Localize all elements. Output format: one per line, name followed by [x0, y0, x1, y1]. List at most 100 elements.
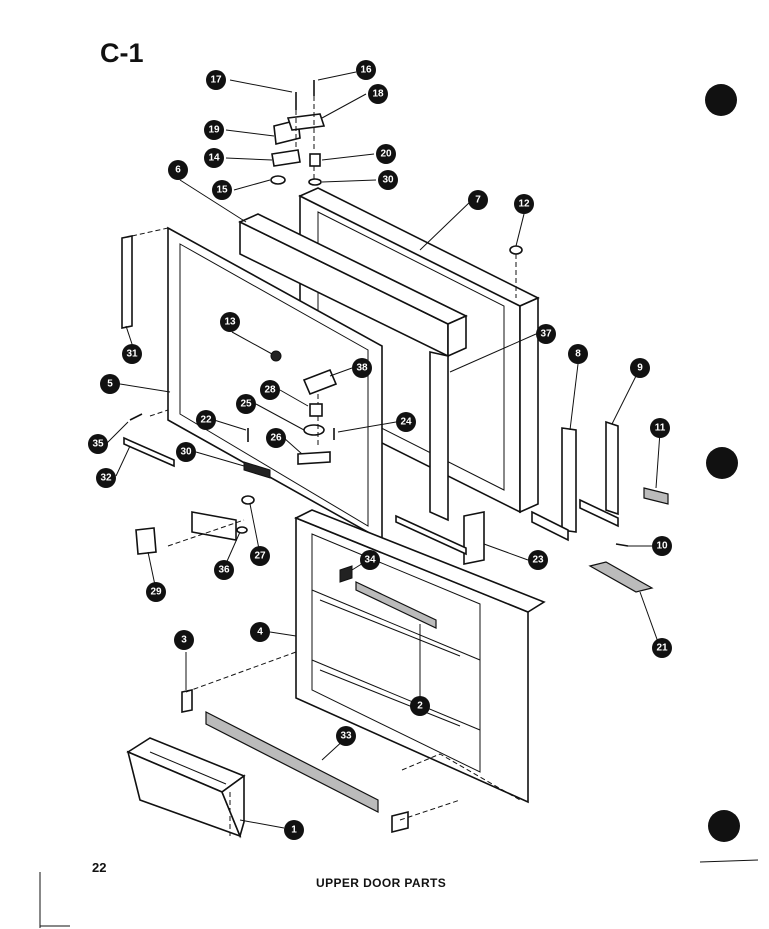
svg-text:29: 29 — [150, 587, 162, 598]
callout: 25 — [236, 394, 256, 414]
callout: 24 — [396, 412, 416, 432]
callout: 30 — [378, 170, 398, 190]
svg-text:14: 14 — [208, 153, 220, 164]
part-washer-30 — [308, 178, 322, 186]
svg-text:37: 37 — [540, 329, 552, 340]
callout: 20 — [376, 144, 396, 164]
part-bracket-30 — [243, 461, 271, 479]
svg-text:2: 2 — [417, 701, 423, 712]
binder-hole-icon — [705, 84, 737, 116]
part-screw-35 — [129, 413, 143, 421]
svg-text:21: 21 — [656, 643, 668, 654]
svg-text:30: 30 — [180, 447, 192, 458]
svg-text:22: 22 — [200, 415, 212, 426]
callout: 3 — [174, 630, 194, 650]
diagram-caption: UPPER DOOR PARTS — [316, 876, 447, 890]
sheet-id: C-1 — [100, 38, 144, 68]
svg-text:15: 15 — [216, 185, 228, 196]
svg-text:4: 4 — [257, 627, 263, 638]
callout: 37 — [536, 324, 556, 344]
svg-text:24: 24 — [400, 417, 412, 428]
part-washer-25 — [303, 424, 325, 436]
callout: 8 — [568, 344, 588, 364]
callout: 17 — [206, 70, 226, 90]
part-bracket-3 — [181, 689, 193, 713]
svg-text:25: 25 — [240, 399, 252, 410]
part-bushing-28 — [309, 403, 323, 417]
part-washer-36 — [236, 526, 248, 534]
part-plug-12 — [509, 245, 523, 255]
svg-text:17: 17 — [210, 75, 222, 86]
part-hinge-29 — [135, 527, 157, 555]
part-hinge-base-8 — [531, 510, 569, 542]
svg-text:11: 11 — [655, 423, 666, 434]
callout: 31 — [122, 344, 142, 364]
svg-text:31: 31 — [126, 349, 138, 360]
callout: 1 — [284, 820, 304, 840]
part-door-liner-4 — [294, 509, 546, 804]
callout: 21 — [652, 638, 672, 658]
part-strip-11 — [643, 487, 669, 505]
svg-text:34: 34 — [364, 555, 376, 566]
callout: 33 — [336, 726, 356, 746]
part-gasket-31 — [121, 235, 133, 329]
callout: 6 — [168, 160, 188, 180]
callout: 38 — [352, 358, 372, 378]
svg-text:10: 10 — [656, 541, 668, 552]
part-hinge-bar-8 — [561, 427, 577, 533]
callout: 30 — [176, 442, 196, 462]
callout: 29 — [146, 582, 166, 602]
svg-text:35: 35 — [92, 439, 104, 450]
svg-text:19: 19 — [208, 125, 220, 136]
svg-text:26: 26 — [270, 433, 282, 444]
callout: 2 — [410, 696, 430, 716]
svg-text:8: 8 — [575, 349, 581, 360]
callout: 12 — [514, 194, 534, 214]
svg-text:16: 16 — [360, 65, 372, 76]
callout: 18 — [368, 84, 388, 104]
svg-text:27: 27 — [254, 551, 266, 562]
part-bottom-strip-33 — [205, 711, 379, 813]
part-frame-6 — [238, 213, 468, 522]
callout: 36 — [214, 560, 234, 580]
callout: 34 — [360, 550, 380, 570]
part-plug-13 — [270, 350, 282, 362]
part-shelf-21 — [588, 561, 654, 593]
part-strip-23 — [395, 514, 467, 556]
part-bushing-20 — [309, 153, 321, 167]
callout: 28 — [260, 380, 280, 400]
part-strip-32 — [123, 436, 175, 468]
callout: 14 — [204, 148, 224, 168]
callout: 26 — [266, 428, 286, 448]
callout: 11 — [650, 418, 670, 438]
callout: 16 — [356, 60, 376, 80]
svg-text:36: 36 — [218, 565, 230, 576]
svg-text:33: 33 — [340, 731, 352, 742]
callout: 4 — [250, 622, 270, 642]
callout: 7 — [468, 190, 488, 210]
part-clip-34 — [339, 565, 353, 583]
callouts: 17 16 18 19 14 20 15 30 6 7 12 31 13 37 … — [88, 60, 672, 840]
page-number: 22 — [92, 860, 107, 875]
part-shim-14 — [271, 149, 301, 167]
callout: 27 — [250, 546, 270, 566]
leader-lines — [105, 71, 661, 829]
callout: 13 — [220, 312, 240, 332]
part-hinge-base-9 — [579, 498, 619, 528]
part-hinge-bar-9 — [605, 420, 619, 516]
callout: 9 — [630, 358, 650, 378]
svg-text:7: 7 — [475, 195, 481, 206]
part-cam-38 — [302, 368, 338, 396]
part-hinge-26 — [297, 451, 331, 465]
svg-text:38: 38 — [356, 363, 368, 374]
svg-text:13: 13 — [224, 317, 236, 328]
callout: 15 — [212, 180, 232, 200]
svg-text:30: 30 — [382, 175, 394, 186]
svg-text:23: 23 — [532, 555, 544, 566]
part-bracket-33 — [391, 810, 409, 834]
svg-text:28: 28 — [264, 385, 276, 396]
svg-text:6: 6 — [175, 165, 181, 176]
callout: 5 — [100, 374, 120, 394]
callout: 35 — [88, 434, 108, 454]
